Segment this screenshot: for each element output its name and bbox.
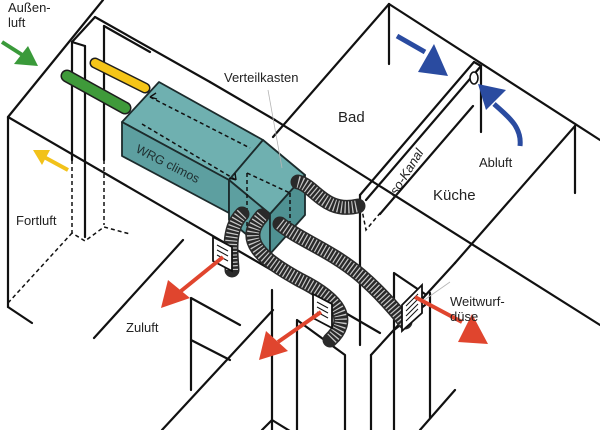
fortluft-arrow bbox=[33, 150, 69, 172]
verteilkasten-leader bbox=[267, 89, 283, 169]
grille-zuluft-2 bbox=[312, 292, 333, 330]
hose-zuluft-2 bbox=[246, 211, 347, 345]
outdoor-pipes bbox=[60, 57, 151, 115]
label-weitwurf-line2: düse bbox=[450, 309, 479, 324]
abluft-inlet bbox=[469, 71, 479, 85]
label-bad: Bad bbox=[338, 109, 365, 126]
hose-abluft bbox=[295, 176, 360, 214]
hose-zuluft-1 bbox=[224, 209, 247, 271]
vent-grilles bbox=[212, 71, 479, 334]
zuluft-arrow-1 bbox=[161, 255, 225, 308]
upper-rooms-structure bbox=[208, 2, 600, 430]
abluft-arrow-bad bbox=[395, 33, 448, 76]
zuluft-arrow-2 bbox=[259, 310, 323, 360]
label-aussenluft-line1: Außen- bbox=[8, 0, 51, 15]
abluft-arrow-kueche bbox=[478, 84, 523, 147]
left-wall-structure bbox=[6, 0, 382, 430]
aussenluft-arrow bbox=[0, 40, 38, 66]
weitwurf-arrow bbox=[414, 295, 488, 344]
weitwurf-leader bbox=[419, 281, 451, 304]
label-weitwurfduese: Weitwurf- düse bbox=[450, 294, 505, 324]
flex-hoses bbox=[223, 174, 413, 348]
label-zuluft: Zuluft bbox=[126, 320, 159, 335]
label-weitwurf-line1: Weitwurf- bbox=[450, 294, 505, 309]
label-aussenluft: Außen- luft bbox=[8, 0, 51, 30]
label-fortluft: Fortluft bbox=[16, 213, 57, 228]
label-kueche: Küche bbox=[433, 187, 476, 204]
label-abluft: Abluft bbox=[479, 155, 513, 170]
label-verteilkasten: Verteilkasten bbox=[224, 70, 299, 85]
label-aussenluft-line2: luft bbox=[8, 15, 26, 30]
